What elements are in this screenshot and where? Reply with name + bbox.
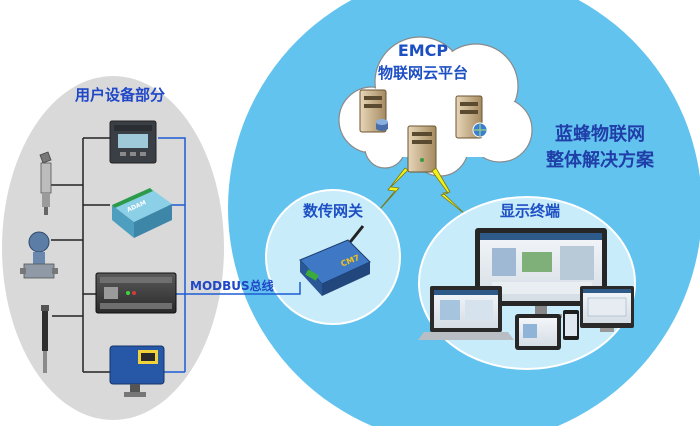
terminal-title: 显示终端 xyxy=(500,202,560,220)
cloud-title-emcp: EMCP xyxy=(398,41,449,60)
probe-sensor-device xyxy=(41,305,49,373)
lightning-icon xyxy=(431,167,467,216)
tablet-icon xyxy=(515,314,561,350)
server-icon xyxy=(407,125,437,173)
server-icon xyxy=(455,95,488,139)
flowmeter-device xyxy=(109,345,165,397)
device-wiring xyxy=(49,137,301,373)
power-meter-device xyxy=(109,120,157,164)
user-device-ellipse xyxy=(2,76,224,420)
solution-title-line1: 蓝蜂物联网 xyxy=(555,123,645,145)
laptop-icon xyxy=(418,286,514,340)
solution-title-line2: 整体解决方案 xyxy=(545,149,655,171)
server-icon xyxy=(359,89,388,133)
phone-icon xyxy=(563,310,579,340)
differential-pressure-transmitter xyxy=(20,231,58,279)
io-module-device: ADAM xyxy=(112,188,172,238)
gateway-title: 数传网关 xyxy=(303,202,363,220)
gateway-device: CM7 xyxy=(299,225,371,296)
user-devices-title: 用户设备部分 xyxy=(75,86,165,104)
plc-device xyxy=(95,272,177,314)
pressure-sensor-device xyxy=(39,151,52,215)
cloud-title-platform: 物联网云平台 xyxy=(378,64,468,82)
modbus-bus-label: MODBUS总线 xyxy=(190,278,274,293)
lightning-icon xyxy=(373,167,409,217)
monitor-icon xyxy=(475,228,607,318)
cloud-shape xyxy=(338,36,533,177)
monitor-icon xyxy=(580,286,634,332)
